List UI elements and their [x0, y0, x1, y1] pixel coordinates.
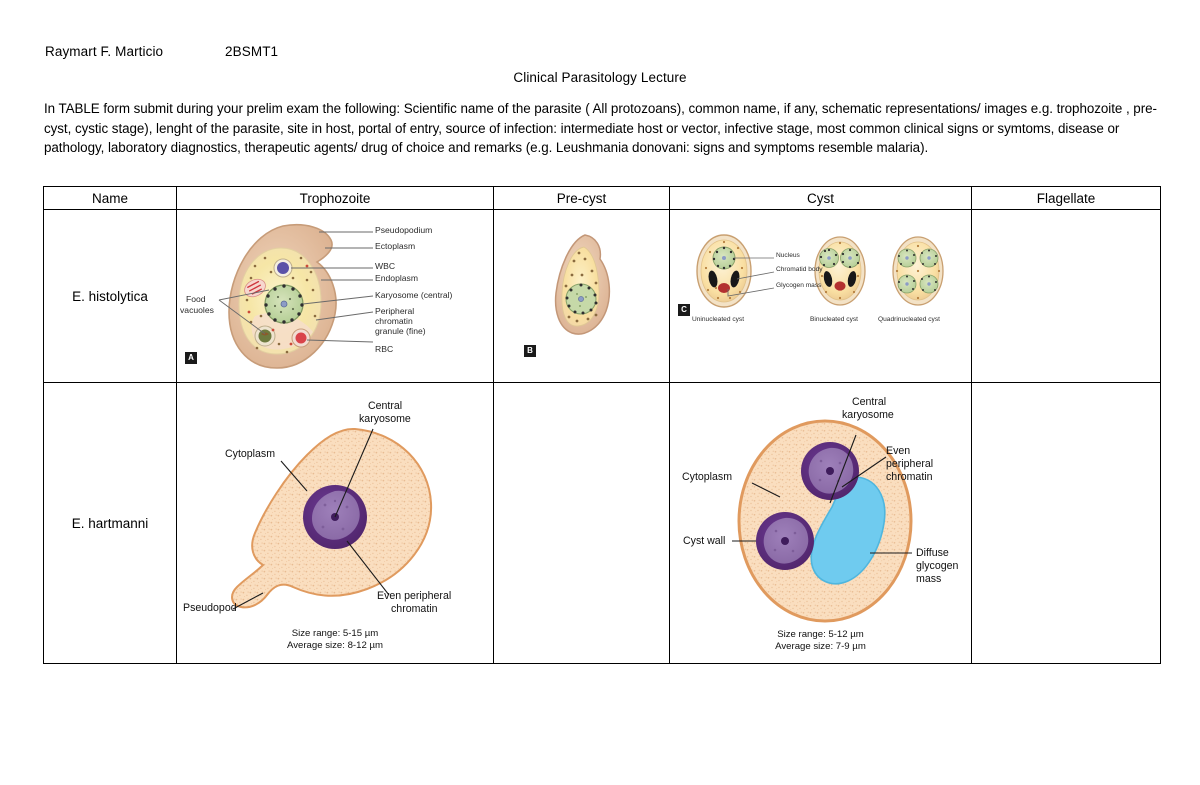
uninucleated-cyst-illustration	[696, 234, 752, 308]
label-cyst-even-line1: Even	[886, 445, 911, 457]
label-endoplasm: Endoplasm	[375, 273, 418, 283]
label-even-peripheral-line2: chromatin	[391, 603, 438, 615]
label-even-peripheral-line1: Even peripheral	[377, 590, 452, 602]
label-pseudopodium: Pseudopodium	[375, 225, 433, 235]
label-nucleus: Nucleus	[776, 252, 800, 259]
table-row: E. histolytica A	[43, 209, 1161, 383]
column-header-name: Name	[43, 186, 177, 210]
label-glycogen-mass: Glycogen mass	[776, 282, 822, 289]
label-cyst-central-karyosome-line2: karyosome	[842, 409, 894, 421]
label-central-karyosome-line1: Central	[368, 400, 403, 412]
panel-badge-c: C	[678, 304, 690, 316]
label-cyst-wall: Cyst wall	[683, 535, 726, 547]
parasite-table: Name Trophozoite Pre-cyst Cyst Flagellat…	[43, 186, 1161, 664]
cell-hartmanni-precyst	[493, 382, 670, 664]
label-cyst-even-line3: chromatin	[886, 471, 933, 483]
histolytica-cyst-leaders	[727, 257, 775, 297]
binucleated-cyst-illustration	[814, 236, 866, 306]
cyst-size-range: Size range: 5-12 µm	[777, 629, 864, 640]
cell-histolytica-trophozoite: A	[176, 209, 494, 383]
label-food: Food	[186, 294, 206, 304]
panel-badge-b: B	[524, 345, 536, 357]
lecture-title: Clinical Parasitology Lecture	[513, 70, 687, 85]
quadrinucleated-cyst-illustration	[892, 236, 944, 306]
hartmanni-trophozoite-illustration	[231, 427, 433, 609]
label-chromatid-body: Chromatid body	[776, 266, 823, 273]
panel-badge-a: A	[185, 352, 197, 364]
label-cyst-even-line2: peripheral	[886, 458, 934, 470]
table-header-row: Name Trophozoite Pre-cyst Cyst Flagellat…	[43, 186, 1161, 210]
student-header: Raymart F. Marticio 2BSMT1	[45, 44, 278, 59]
label-diffuse-line2: glycogen	[916, 560, 959, 572]
label-central-karyosome-line2: karyosome	[359, 413, 411, 425]
label-diffuse-line3: mass	[916, 573, 942, 585]
caption-uninucleated-cyst: Uninucleated cyst	[692, 316, 745, 323]
label-cytoplasm: Cytoplasm	[225, 448, 276, 460]
column-header-cyst: Cyst	[669, 186, 972, 210]
label-rbc: RBC	[375, 344, 394, 354]
label-pseudopod: Pseudopod	[183, 602, 237, 614]
column-header-trophozoite: Trophozoite	[176, 186, 494, 210]
instructions-paragraph: In TABLE form submit during your prelim …	[44, 101, 1157, 155]
cell-hartmanni-cyst: Central karyosome Even peripheral chroma…	[669, 382, 972, 664]
student-name: Raymart F. Marticio	[45, 44, 164, 59]
label-ectoplasm: Ectoplasm	[375, 241, 416, 251]
trophozoite-size-range: Size range: 5-15 µm	[291, 628, 379, 639]
row-label-e-hartmanni: E. hartmanni	[43, 382, 177, 664]
label-granule-fine: granule (fine)	[375, 326, 426, 336]
hartmanni-trophozoite-leaders	[232, 428, 390, 610]
caption-binucleated-cyst: Binucleated cyst	[810, 316, 859, 323]
cell-histolytica-flagellate	[971, 209, 1161, 383]
cell-histolytica-cyst: C	[669, 209, 972, 383]
trophozoite-average-size: Average size: 8-12 µm	[286, 640, 383, 651]
label-peripheral: Peripheral	[375, 306, 415, 316]
hartmanni-cyst-illustration	[737, 419, 913, 623]
cyst-average-size: Average size: 7-9 µm	[775, 641, 866, 652]
label-diffuse-line1: Diffuse	[916, 547, 949, 559]
table-row: E. hartmanni	[43, 382, 1161, 664]
row-label-e-histolytica: E. histolytica	[43, 209, 177, 383]
label-vacuoles: vacuoles	[180, 305, 214, 315]
label-cyst-central-karyosome-line1: Central	[852, 396, 887, 408]
cell-hartmanni-trophozoite: Central karyosome Cytoplasm Even periphe…	[176, 382, 494, 664]
label-karyosome-central: Karyosome (central)	[375, 290, 453, 300]
student-section: 2BSMT1	[225, 44, 279, 59]
histolytica-precyst-illustration	[554, 234, 611, 335]
histolytica-trophozoite-leaders	[218, 231, 374, 343]
cell-histolytica-precyst: B	[493, 209, 670, 383]
cell-hartmanni-flagellate	[971, 382, 1161, 664]
label-cyst-cytoplasm: Cytoplasm	[682, 471, 733, 483]
column-header-precyst: Pre-cyst	[493, 186, 670, 210]
column-header-flagellate: Flagellate	[971, 186, 1161, 210]
label-chromatin: chromatin	[375, 316, 413, 326]
label-wbc: WBC	[375, 261, 396, 271]
histolytica-trophozoite-illustration	[228, 224, 337, 369]
caption-quadrinucleated-cyst: Quadrinucleated cyst	[878, 316, 940, 323]
hartmanni-cyst-leaders	[732, 434, 912, 554]
